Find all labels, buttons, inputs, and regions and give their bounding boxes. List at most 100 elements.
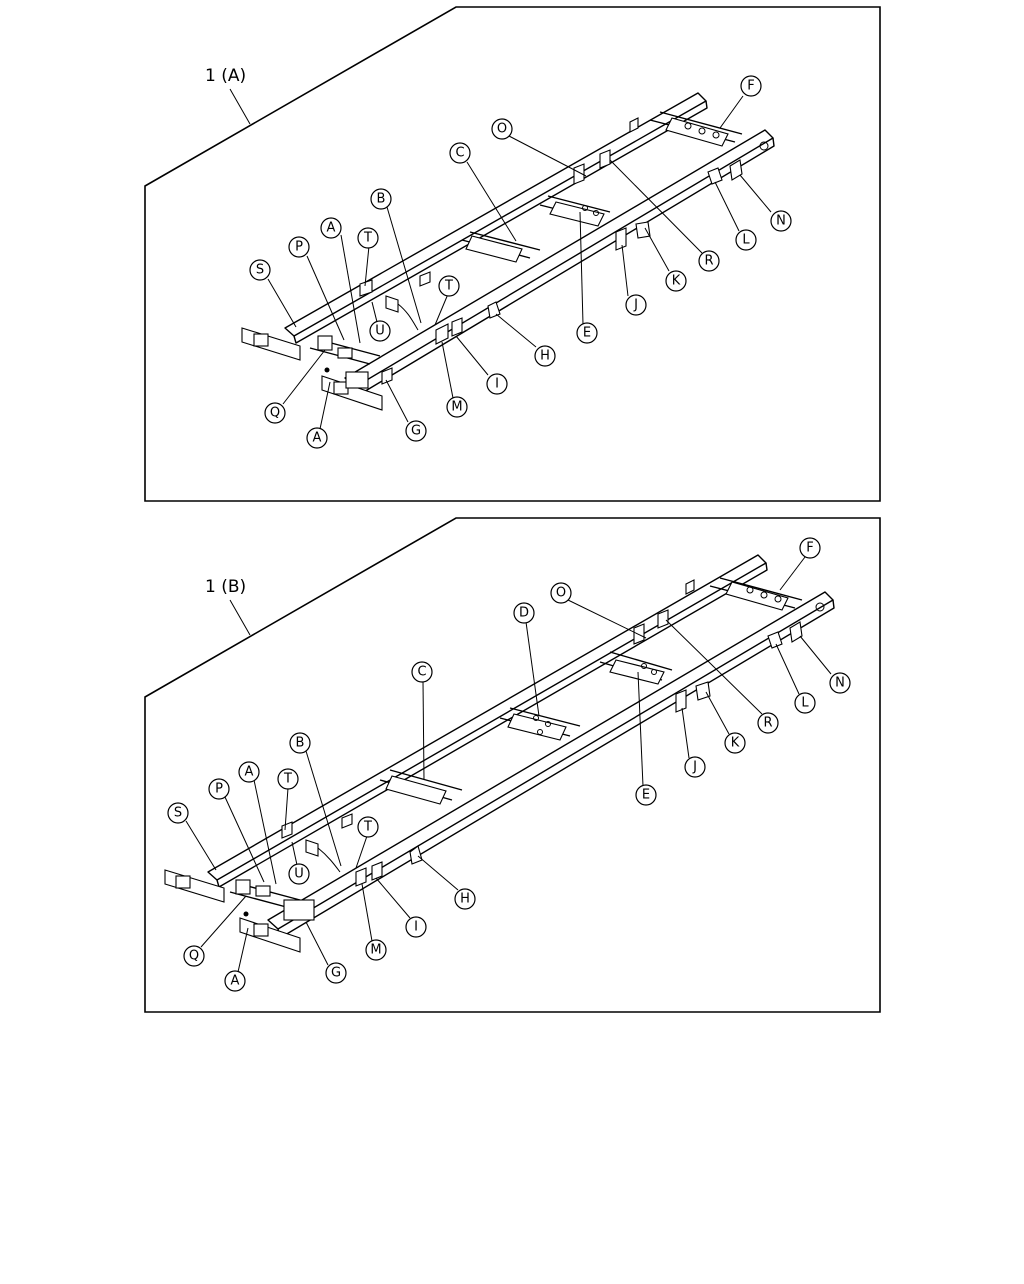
callout-t-2: T [438, 275, 460, 297]
svg-text:A: A [327, 221, 336, 236]
callout-u: U [288, 863, 310, 885]
svg-text:L: L [742, 233, 750, 248]
svg-text:E: E [583, 326, 591, 341]
svg-text:H: H [460, 892, 470, 907]
svg-text:T: T [363, 820, 372, 835]
svg-text:F: F [747, 79, 754, 94]
callout-t: T [277, 768, 299, 790]
callout-u: U [369, 320, 391, 342]
svg-text:I: I [414, 920, 418, 935]
svg-text:N: N [835, 676, 845, 691]
svg-text:U: U [294, 867, 304, 882]
svg-text:F: F [806, 541, 813, 556]
callout-d: D [513, 602, 535, 624]
svg-text:J: J [692, 760, 697, 775]
view-a-frame-drawing [241, 92, 775, 411]
callout-m: M [446, 396, 468, 418]
callout-a: A [238, 761, 260, 783]
callout-a-2: A [224, 970, 246, 992]
view-b-panel: 1 (B) [144, 517, 881, 1013]
callout-i: I [486, 373, 508, 395]
svg-text:D: D [519, 606, 529, 621]
svg-text:S: S [256, 263, 264, 278]
callout-b: B [370, 188, 392, 210]
callout-e: E [635, 784, 657, 806]
view-a-title: 1 (A) [205, 66, 246, 86]
callout-t: T [357, 227, 379, 249]
view-b-title: 1 (B) [205, 577, 246, 597]
svg-text:K: K [672, 274, 681, 289]
svg-text:K: K [731, 736, 740, 751]
svg-text:B: B [377, 192, 386, 207]
callout-h: H [534, 345, 556, 367]
svg-text:M: M [370, 943, 381, 958]
svg-text:M: M [451, 400, 462, 415]
svg-text:G: G [411, 424, 421, 439]
callout-n: N [829, 672, 851, 694]
callout-f: F [740, 75, 762, 97]
svg-text:Q: Q [270, 406, 280, 421]
view-a-callouts: A B C O F T P S U T N R L K J E H I M Q … [249, 75, 792, 449]
svg-text:L: L [801, 696, 809, 711]
svg-text:R: R [704, 254, 713, 269]
svg-text:J: J [633, 298, 638, 313]
callout-l: L [735, 229, 757, 251]
svg-text:T: T [363, 231, 372, 246]
callout-t-2: T [357, 816, 379, 838]
svg-text:A: A [245, 765, 254, 780]
callout-f: F [799, 537, 821, 559]
callout-m: M [365, 939, 387, 961]
svg-text:A: A [313, 431, 322, 446]
svg-text:N: N [776, 214, 786, 229]
callout-k: K [724, 732, 746, 754]
svg-text:Q: Q [189, 949, 199, 964]
callout-a: A [320, 217, 342, 239]
callout-a-2: A [306, 427, 328, 449]
callout-g: G [325, 962, 347, 984]
view-a-title-leader [229, 88, 251, 125]
callout-o: O [550, 582, 572, 604]
callout-k: K [665, 270, 687, 292]
svg-text:T: T [283, 772, 292, 787]
view-b-frame [144, 517, 881, 1013]
callout-c: C [449, 142, 471, 164]
callout-p: P [288, 236, 310, 258]
svg-text:G: G [331, 966, 341, 981]
svg-text:O: O [497, 122, 507, 137]
svg-text:C: C [417, 665, 426, 680]
svg-text:U: U [375, 324, 385, 339]
callout-p: P [208, 778, 230, 800]
callout-q: Q [264, 402, 286, 424]
callout-j: J [625, 294, 647, 316]
callout-n: N [770, 210, 792, 232]
svg-text:P: P [215, 782, 223, 797]
callout-c: C [411, 661, 433, 683]
svg-text:T: T [444, 279, 453, 294]
svg-text:B: B [296, 736, 305, 751]
svg-text:H: H [540, 349, 550, 364]
svg-text:E: E [642, 788, 650, 803]
callout-r: R [757, 712, 779, 734]
callout-i: I [405, 916, 427, 938]
callout-g: G [405, 420, 427, 442]
callout-l: L [794, 692, 816, 714]
svg-text:I: I [495, 377, 499, 392]
view-b-callouts: F O D C B A T P S T U N R L K J E H I M … [167, 537, 851, 992]
svg-text:P: P [295, 240, 303, 255]
callout-h: H [454, 888, 476, 910]
callout-e: E [576, 322, 598, 344]
callout-b: B [289, 732, 311, 754]
svg-text:A: A [231, 974, 240, 989]
view-a-panel: 1 (A) [144, 6, 881, 502]
svg-text:O: O [556, 586, 566, 601]
callout-s: S [249, 259, 271, 281]
callout-s: S [167, 802, 189, 824]
svg-text:R: R [763, 716, 772, 731]
callout-o: O [491, 118, 513, 140]
callout-j: J [684, 756, 706, 778]
view-b-title-leader [229, 599, 251, 636]
svg-text:C: C [455, 146, 464, 161]
callout-r: R [698, 250, 720, 272]
svg-text:S: S [174, 806, 182, 821]
